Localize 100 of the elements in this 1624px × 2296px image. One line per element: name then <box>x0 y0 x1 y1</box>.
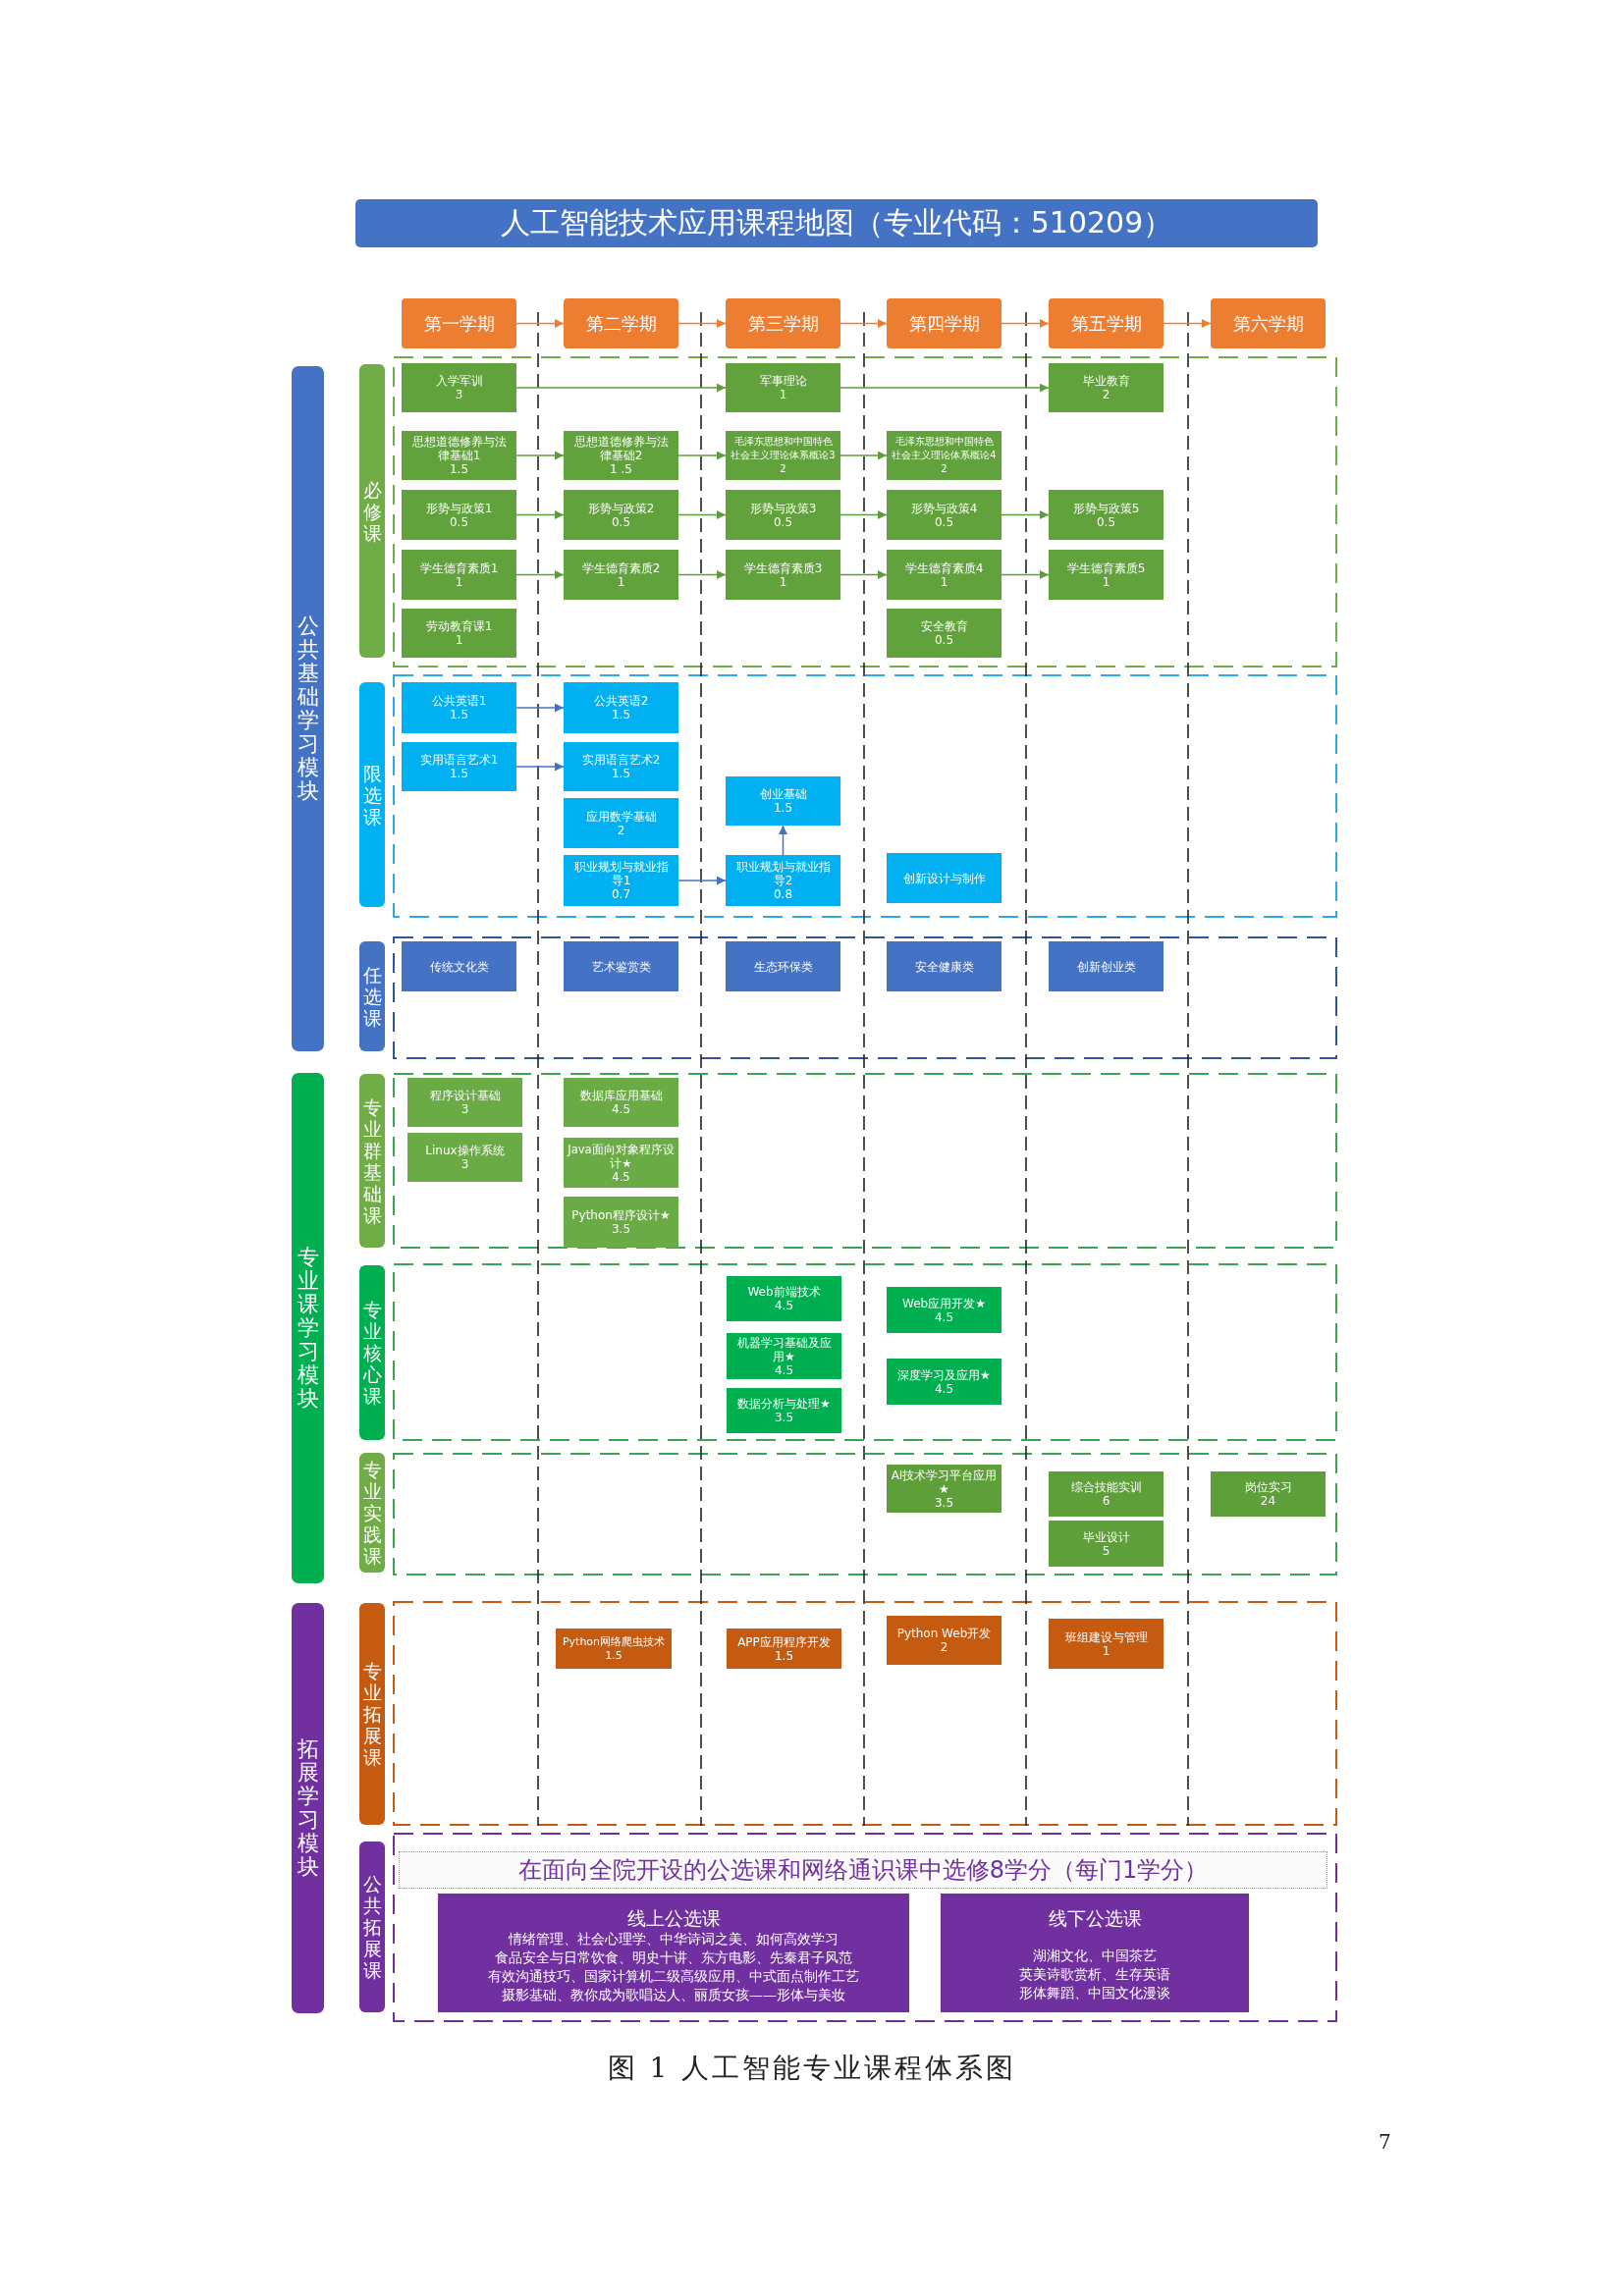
arrow <box>515 762 565 772</box>
course-box <box>726 855 840 906</box>
course-name: 学生德育素质2 <box>581 561 661 575</box>
category-band: 专业拓展课 <box>359 1603 385 1825</box>
course-name: 数据库应用基础 <box>579 1089 663 1102</box>
course-box <box>726 490 840 540</box>
credit-value: 4.5 <box>774 1362 794 1377</box>
category-band: 公共拓展课 <box>359 1842 385 2012</box>
arrow <box>1001 319 1050 328</box>
course-name: 形势与政策4 <box>910 501 978 515</box>
credit-value: 4.5 <box>611 1102 631 1116</box>
course-list-line: 情绪管理、社会心理学、中华诗词之美、如何高效学习 <box>509 1930 839 1949</box>
credit-value: 2 <box>617 823 625 837</box>
arrow <box>515 510 565 519</box>
course-box <box>726 550 840 600</box>
credit-value: 3 <box>455 388 463 401</box>
course-box <box>402 431 516 480</box>
note-banner: 在面向全院开设的公选课和网络通识课中选修8学分（每门1学分） <box>399 1851 1327 1889</box>
course-box <box>556 1629 672 1669</box>
course-box <box>402 682 516 733</box>
course-box <box>564 1197 678 1248</box>
course-list-line: 食品安全与日常饮食、明史十讲、东方电影、先秦君子风范 <box>495 1949 852 1967</box>
arrow <box>677 451 727 460</box>
course-box <box>1049 1471 1164 1517</box>
credit-value: 1 .5 <box>610 462 632 476</box>
course-box <box>887 490 1001 540</box>
credit-value: 2 <box>780 462 786 476</box>
course-name: 思想道德修养与法律基础1 <box>410 435 508 462</box>
course-name: 公共英语1 <box>431 694 487 708</box>
course-box <box>887 1465 1001 1513</box>
course-box <box>564 682 678 733</box>
semester-box: 第五学期 <box>1049 298 1164 348</box>
course-name: 入学军训 <box>435 374 483 388</box>
course-name: 综合技能实训 <box>1070 1480 1142 1494</box>
course-box <box>887 550 1001 600</box>
credit-value: 1 <box>940 574 948 589</box>
credit-value: 1 <box>779 388 787 401</box>
course-name: 学生德育素质4 <box>904 561 984 575</box>
category-band: 专业群基础课 <box>359 1074 385 1248</box>
course-box: 生态环保类 <box>726 941 840 991</box>
course-box <box>407 1078 522 1127</box>
course-name: 形势与政策2 <box>587 501 655 515</box>
course-box <box>1049 363 1164 412</box>
credit-value: 0.7 <box>611 887 631 901</box>
arrow <box>677 570 727 579</box>
course-box <box>564 855 678 906</box>
arrow <box>839 451 888 460</box>
figure-caption: 图 1 人工智能专业课程体系图 <box>607 2051 1017 2086</box>
course-name: 毛泽东思想和中国特色社会主义理论体系概论4 <box>892 435 997 462</box>
course-box <box>887 1287 1001 1333</box>
course-box <box>727 1388 841 1433</box>
course-box <box>726 431 840 480</box>
arrow <box>1001 510 1050 519</box>
credit-value: 3 <box>460 1102 469 1116</box>
course-box <box>1049 1521 1164 1567</box>
course-box <box>1049 490 1164 540</box>
group-heading: 线下公选课 <box>1048 1906 1142 1930</box>
course-list-line: 形体舞蹈、中国文化漫谈 <box>1019 1984 1170 2002</box>
semester-box: 第一学期 <box>402 298 516 348</box>
course-box <box>402 490 516 540</box>
course-name: 机器学习基础及应用★ <box>735 1335 833 1363</box>
course-name: Web前端技术 <box>747 1285 821 1299</box>
credit-value: 24 <box>1260 1494 1276 1508</box>
course-name: Web应用开发★ <box>902 1296 986 1310</box>
course-name: 深度学习及应用★ <box>897 1367 991 1382</box>
course-box: 安全健康类 <box>887 941 1001 991</box>
course-box <box>887 1359 1001 1405</box>
course-box <box>726 363 840 412</box>
credit-value: 1.5 <box>611 708 631 721</box>
credit-value: 4.5 <box>612 1169 630 1184</box>
credit-value: 1 <box>779 574 787 589</box>
page-number: 7 <box>1379 2130 1391 2154</box>
course-name: Python程序设计★ <box>571 1208 671 1222</box>
course-box <box>402 550 516 600</box>
course-name: AI技术学习平台应用★ <box>890 1468 999 1496</box>
credit-value: 0.5 <box>934 633 954 647</box>
arrow <box>677 510 727 519</box>
course-name: 职业规划与就业指导1 <box>572 860 670 887</box>
arrow <box>515 319 565 328</box>
course-name: 形势与政策1 <box>425 501 493 515</box>
credit-value: 4.5 <box>774 1299 794 1312</box>
credit-value: 1 <box>617 574 625 589</box>
course-box <box>1049 550 1164 600</box>
credit-value: 2 <box>1102 388 1110 401</box>
course-box <box>727 1629 841 1669</box>
course-box <box>887 609 1001 658</box>
course-box <box>564 1138 678 1188</box>
arrow <box>677 876 727 885</box>
course-box <box>564 550 678 600</box>
course-box <box>727 1276 841 1321</box>
credit-value: 0.5 <box>773 514 793 529</box>
credit-value: 0.5 <box>1096 514 1116 529</box>
course-name: 实用语言艺术2 <box>581 753 661 767</box>
credit-value: 1.5 <box>449 767 469 780</box>
course-name: 毕业设计 <box>1082 1529 1130 1544</box>
course-name: 学生德育素质1 <box>419 561 499 575</box>
credit-value: 1.5 <box>449 462 469 476</box>
course-name: Linux操作系统 <box>425 1144 505 1157</box>
credit-value: 4.5 <box>934 1381 954 1396</box>
course-name: 数据分析与处理★ <box>737 1397 831 1411</box>
